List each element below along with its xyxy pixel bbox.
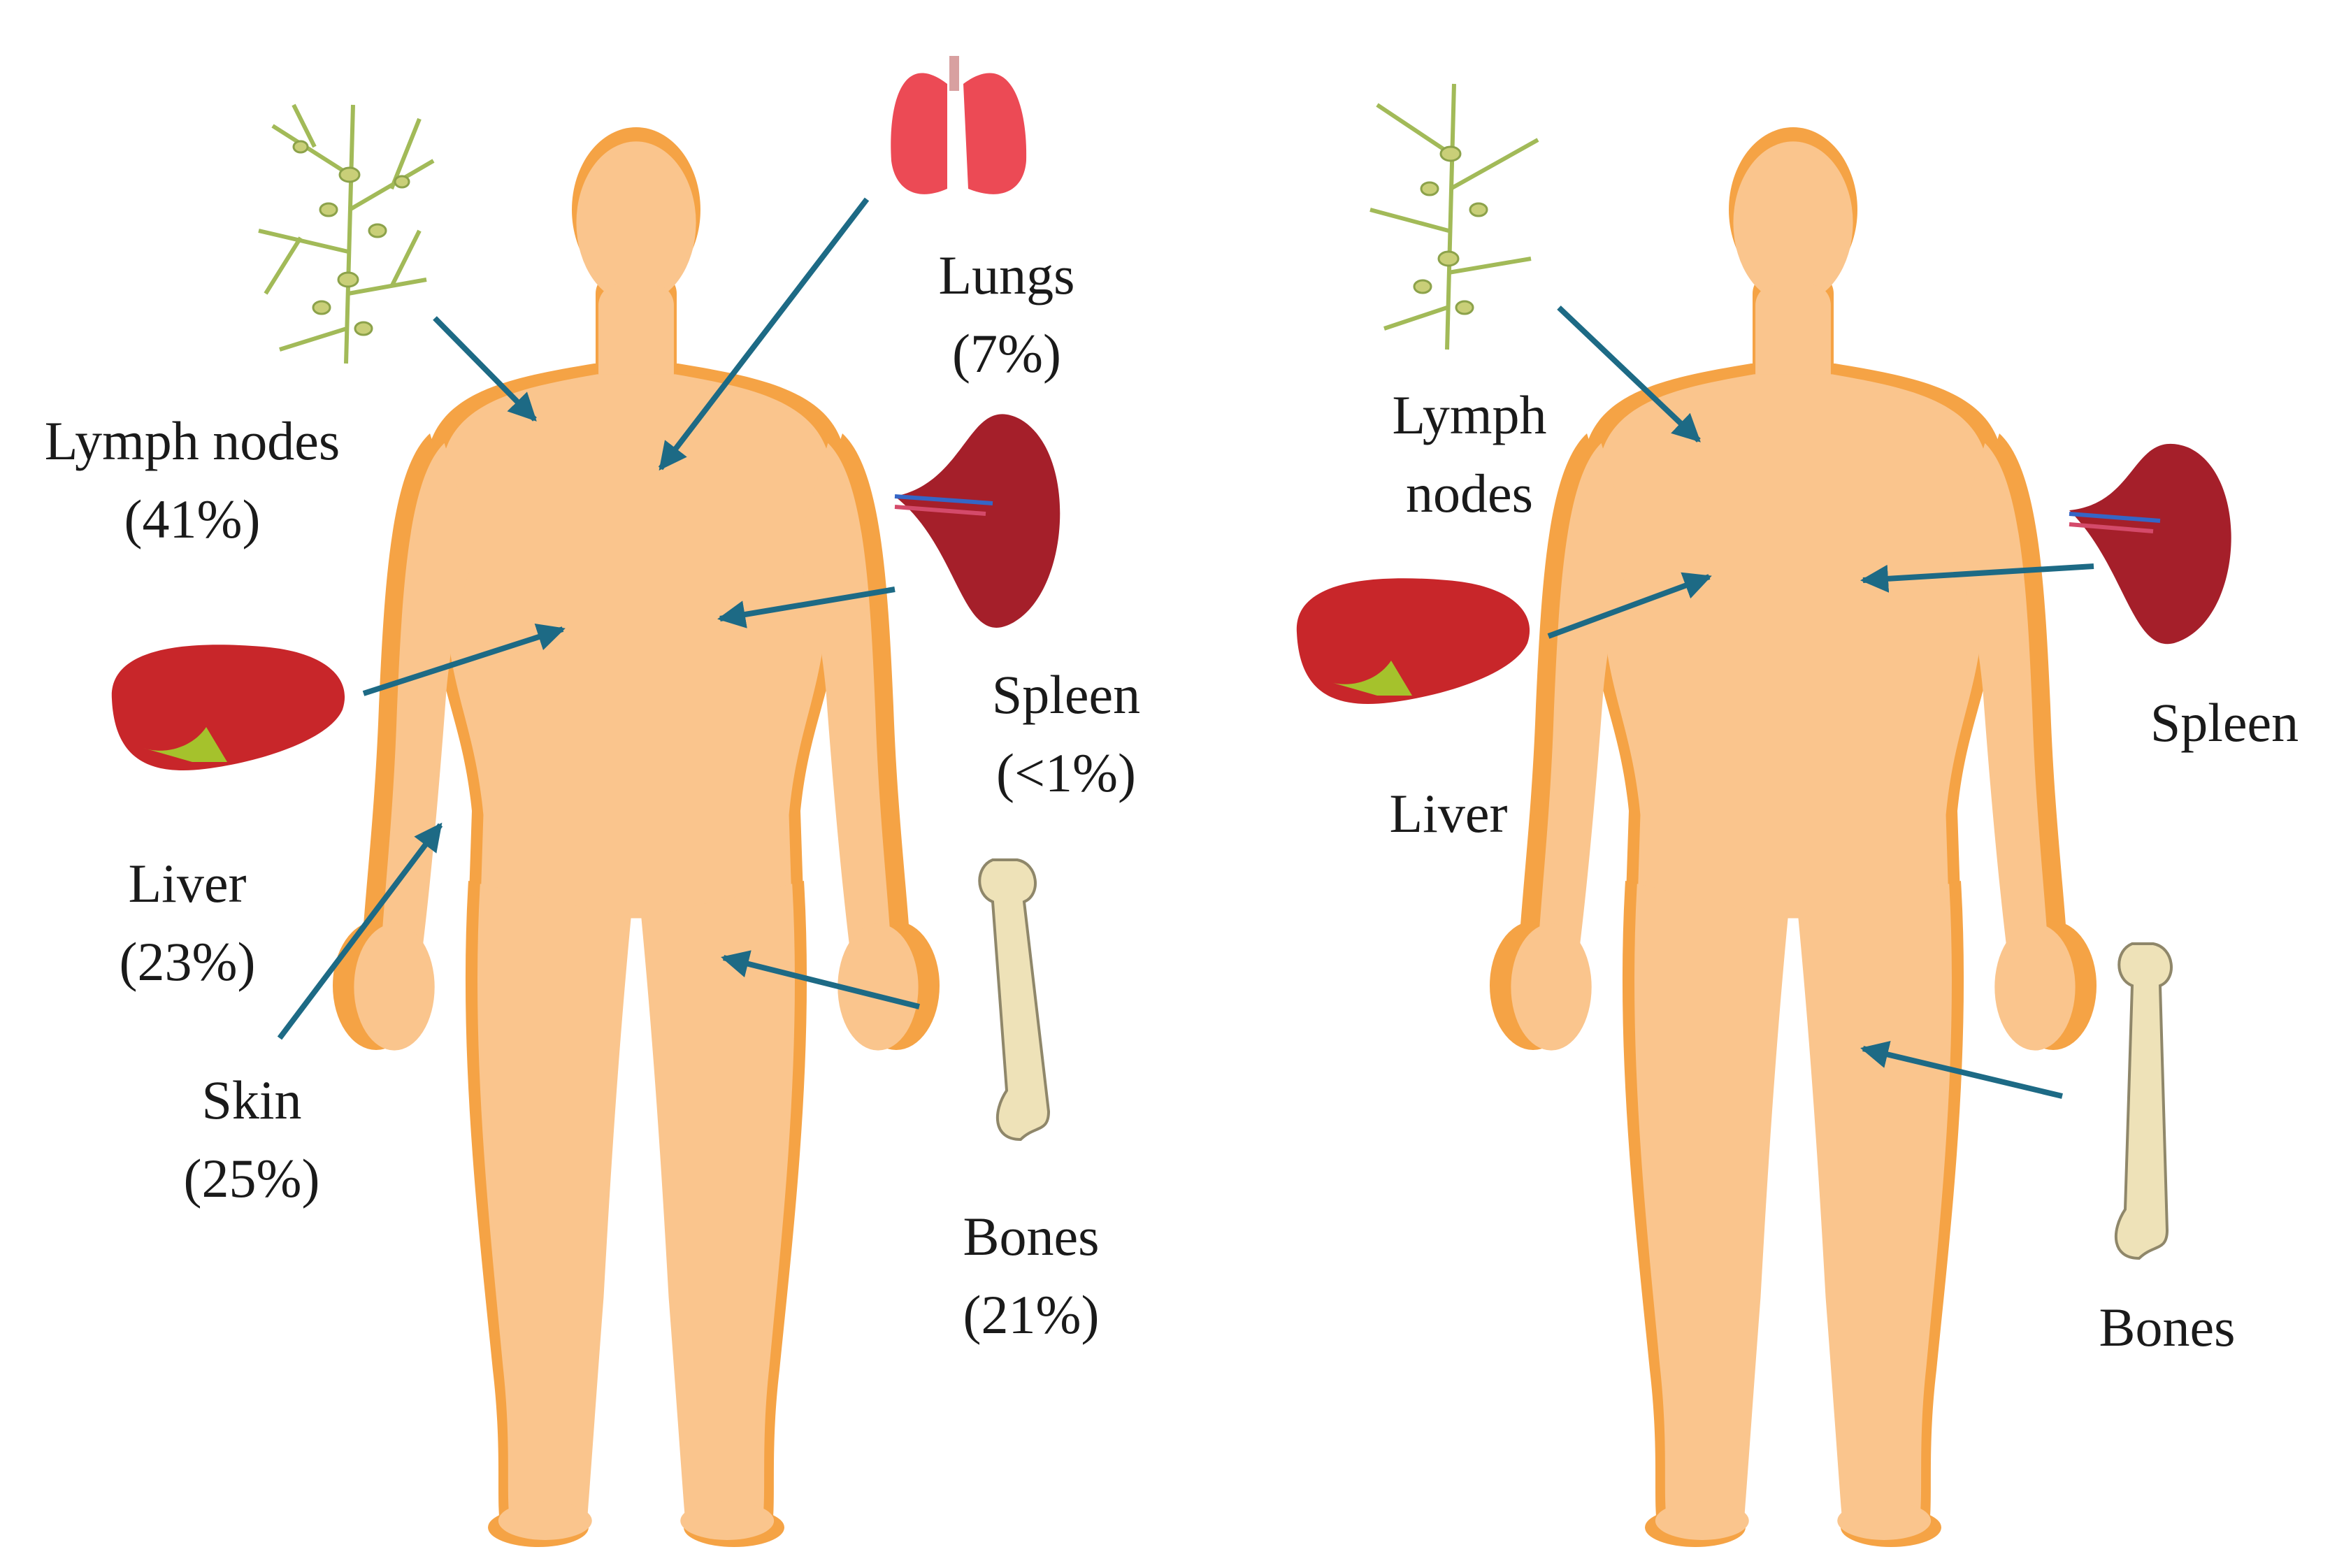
label-lungs-name: Lungs xyxy=(938,245,1075,305)
label-bones-right: Bones xyxy=(2099,1288,2236,1367)
bone-icon-right xyxy=(2115,942,2173,1260)
bone-icon xyxy=(978,858,1051,1142)
label-spleen-name: Spleen xyxy=(991,664,1141,725)
label-liver-right-name: Liver xyxy=(1389,783,1508,844)
arrow-bones-right xyxy=(1860,1040,2063,1099)
label-bones-right-name: Bones xyxy=(2099,1297,2236,1358)
label-spleen-right: Spleen xyxy=(2150,684,2299,762)
label-skin-pct: (25%) xyxy=(183,1148,320,1209)
lymph-nodes-icon xyxy=(258,103,435,364)
label-lymph-nodes: Lymph nodes (41%) xyxy=(45,402,340,559)
label-lymph-nodes-pct: (41%) xyxy=(124,489,261,549)
label-spleen-right-name: Spleen xyxy=(2150,692,2299,753)
right-body-figure xyxy=(1490,127,2097,1547)
label-liver-name: Liver xyxy=(128,853,247,914)
arrow-lymph-nodes xyxy=(433,316,537,422)
liver-icon xyxy=(111,645,345,770)
left-arrows xyxy=(277,197,920,1040)
arrow-liver-right xyxy=(1547,572,1712,639)
arrow-lungs xyxy=(658,197,870,471)
label-bones-name: Bones xyxy=(963,1206,1100,1267)
label-liver-pct: (23%) xyxy=(119,931,256,992)
spleen-icon-right xyxy=(2069,443,2231,645)
left-body-figure xyxy=(333,127,940,1547)
arrow-skin xyxy=(277,822,443,1040)
label-lymph-nodes-right-line1: Lymph xyxy=(1392,384,1547,445)
label-spleen: Spleen (<1%) xyxy=(992,656,1140,812)
spleen-icon xyxy=(894,414,1060,628)
arrow-liver xyxy=(362,624,566,696)
label-bones-pct: (21%) xyxy=(963,1284,1100,1345)
label-lymph-nodes-right-line2: nodes xyxy=(1406,463,1533,524)
arrow-lymph-nodes-right xyxy=(1557,305,1701,443)
label-liver-right: Liver xyxy=(1390,775,1508,853)
arrow-spleen xyxy=(717,587,896,628)
label-lungs-pct: (7%) xyxy=(952,323,1061,384)
label-spleen-pct: (<1%) xyxy=(996,742,1136,803)
label-skin-name: Skin xyxy=(201,1070,302,1130)
label-lungs: Lungs (7%) xyxy=(939,236,1075,393)
right-arrows xyxy=(1547,305,2094,1099)
arrow-bones xyxy=(721,950,920,1009)
label-lymph-nodes-right: Lymph nodes xyxy=(1392,376,1546,533)
lymph-nodes-icon-right xyxy=(1369,83,1539,350)
label-lymph-nodes-name: Lymph nodes xyxy=(44,410,340,471)
arrow-spleen-right xyxy=(1860,563,2094,593)
label-skin: Skin (25%) xyxy=(184,1061,320,1218)
lungs-icon xyxy=(891,56,1027,194)
label-bones: Bones (21%) xyxy=(963,1197,1100,1354)
label-liver: Liver (23%) xyxy=(120,844,256,1001)
liver-icon-right xyxy=(1296,578,1530,704)
